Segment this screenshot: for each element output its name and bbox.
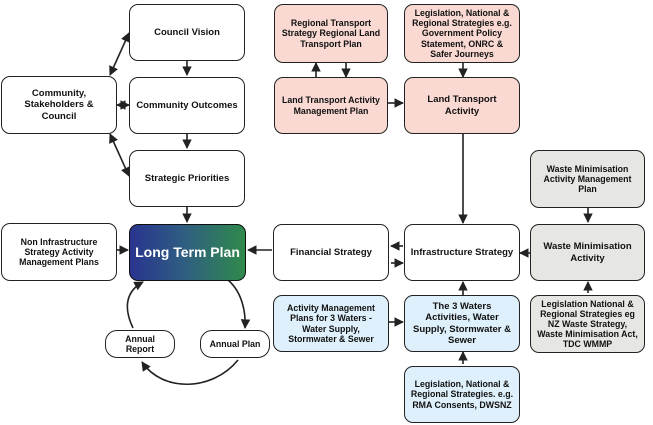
annual-plan-label: Annual Plan bbox=[209, 338, 261, 349]
legislation-transport-box: Legislation, National & Regional Strateg… bbox=[404, 4, 520, 63]
arrow-community-vision bbox=[109, 32, 130, 76]
legislation-transport-label: Legislation, National & Regional Strateg… bbox=[412, 8, 512, 59]
strategic-priorities-label: Strategic Priorities bbox=[144, 172, 230, 184]
non-infrastructure-label: Non Infrastructure Strategy Activity Man… bbox=[19, 236, 99, 268]
annual-plan-box: Annual Plan bbox=[200, 330, 270, 358]
infrastructure-strategy-label: Infrastructure Strategy bbox=[410, 246, 514, 258]
regional-transport-label: Regional Transport Strategy Regional Lan… bbox=[281, 18, 381, 49]
annual-report-box: Annual Report bbox=[105, 330, 175, 358]
infrastructure-strategy-box: Infrastructure Strategy bbox=[404, 224, 520, 281]
three-waters-label: The 3 Waters Activities, Water Supply, S… bbox=[412, 301, 511, 346]
community-stakeholders-box: Community, Stakeholders & Council bbox=[1, 76, 117, 134]
regional-transport-box: Regional Transport Strategy Regional Lan… bbox=[274, 4, 388, 63]
financial-strategy-label: Financial Strategy bbox=[290, 246, 372, 258]
long-term-plan-box: Long Term Plan bbox=[129, 224, 246, 281]
land-transport-activity-box: Land Transport Activity bbox=[404, 77, 520, 134]
community-outcomes-label: Community Outcomes bbox=[136, 99, 238, 111]
land-transport-activity-label: Land Transport Activity bbox=[427, 94, 497, 117]
waste-amp-box: Waste Minimisation Activity Management P… bbox=[530, 150, 645, 208]
community-stakeholders-label: Community, Stakeholders & Council bbox=[24, 88, 94, 122]
waste-activity-label: Waste Minimisation Activity bbox=[543, 241, 632, 264]
three-waters-box: The 3 Waters Activities, Water Supply, S… bbox=[404, 295, 520, 352]
long-term-plan-label: Long Term Plan bbox=[135, 244, 240, 261]
amp-3waters-label: Activity Management Plans for 3 Waters -… bbox=[287, 303, 375, 344]
non-infrastructure-box: Non Infrastructure Strategy Activity Man… bbox=[1, 223, 117, 281]
waste-activity-box: Waste Minimisation Activity bbox=[530, 224, 645, 281]
strategic-priorities-box: Strategic Priorities bbox=[129, 150, 245, 207]
financial-strategy-box: Financial Strategy bbox=[273, 224, 389, 281]
legislation-waters-box: Legislation, National & Regional Strateg… bbox=[404, 366, 520, 423]
arrow-annual-report-to-ltp bbox=[126, 281, 144, 329]
amp-3waters-box: Activity Management Plans for 3 Waters -… bbox=[273, 295, 389, 352]
council-vision-box: Council Vision bbox=[129, 4, 245, 61]
waste-amp-label: Waste Minimisation Activity Management P… bbox=[543, 163, 632, 195]
arrow-community-priorities bbox=[109, 133, 130, 177]
land-transport-amp-box: Land Transport Activity Management Plan bbox=[274, 77, 388, 134]
arrow-ltp-to-annual-plan bbox=[227, 279, 251, 329]
council-vision-label: Council Vision bbox=[154, 26, 220, 38]
land-transport-amp-label: Land Transport Activity Management Plan bbox=[282, 95, 380, 116]
community-outcomes-box: Community Outcomes bbox=[129, 77, 245, 134]
legislation-waste-label: Legislation National & Regional Strategi… bbox=[537, 298, 638, 350]
legislation-waters-label: Legislation, National & Regional Strateg… bbox=[410, 379, 514, 410]
annual-report-label: Annual Report bbox=[125, 333, 155, 354]
arrow-annual-plan-to-report bbox=[141, 359, 239, 386]
legislation-waste-box: Legislation National & Regional Strategi… bbox=[530, 295, 645, 353]
